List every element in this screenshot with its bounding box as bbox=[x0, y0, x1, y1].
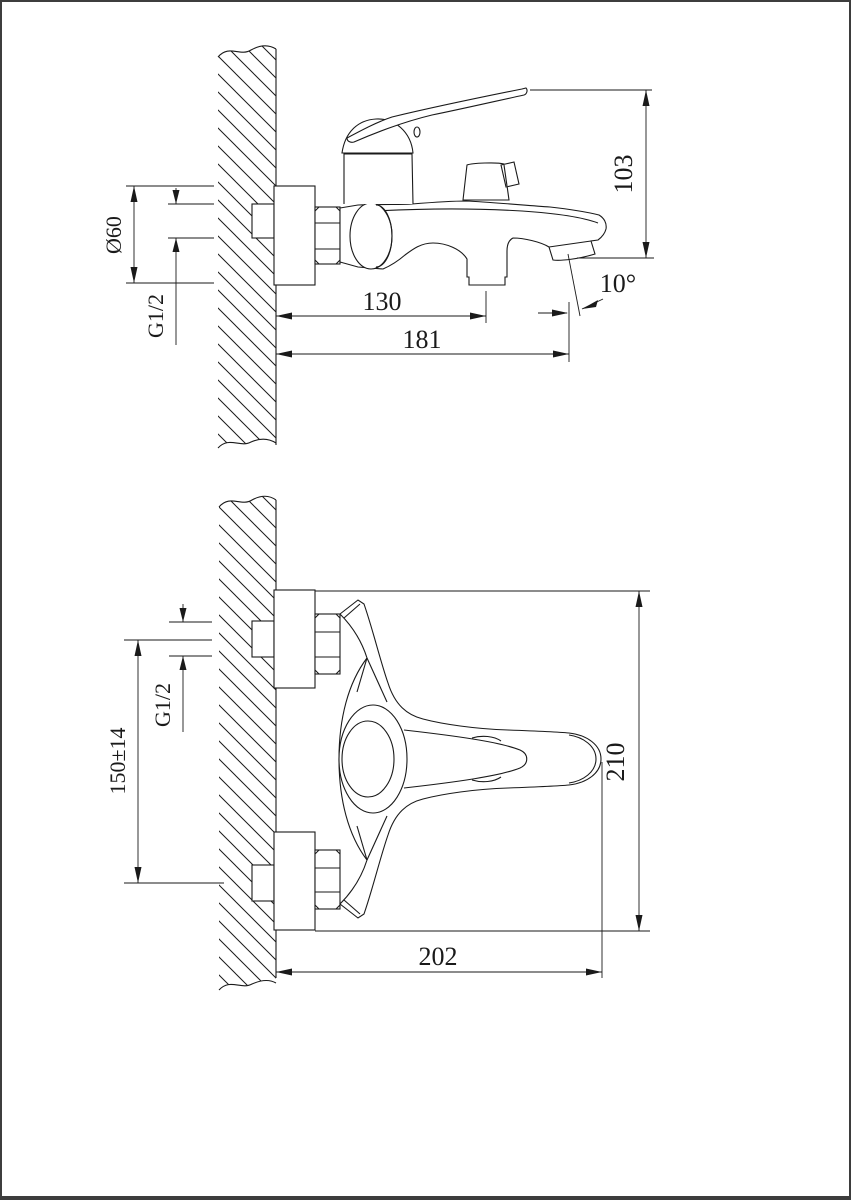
spout-ridge-line bbox=[357, 208, 599, 224]
dim-label-130: 130 bbox=[363, 287, 402, 316]
dim-reach-181: 181 bbox=[276, 302, 570, 362]
diverter-tab-line bbox=[503, 164, 508, 187]
arrowhead bbox=[642, 90, 650, 106]
wall-hatching bbox=[219, 496, 276, 990]
arrowhead bbox=[635, 915, 643, 931]
dim-thread-g12-front: G1/2 bbox=[150, 604, 212, 732]
wall-break-edge-bottom bbox=[217, 438, 277, 449]
wall-section-front bbox=[218, 495, 277, 991]
dim-centers-150: 150±14 bbox=[105, 639, 224, 884]
lever-handle bbox=[346, 87, 528, 143]
arrowhead bbox=[179, 656, 187, 670]
end-cap-inner-arc bbox=[375, 204, 393, 268]
handle-dome bbox=[341, 118, 414, 154]
dim-label-150: 150±14 bbox=[105, 727, 130, 794]
arrowhead bbox=[582, 300, 598, 309]
dim-label-thread: G1/2 bbox=[143, 294, 168, 338]
arrowhead bbox=[586, 968, 602, 976]
arrowhead bbox=[642, 242, 650, 258]
dim-angle-10: 10° bbox=[538, 253, 636, 317]
diverter-tab bbox=[500, 161, 520, 188]
arrowhead bbox=[276, 350, 292, 358]
arrowhead bbox=[635, 591, 643, 607]
end-cap bbox=[349, 202, 393, 270]
side-view: 103 10° 130 18 bbox=[101, 45, 654, 449]
front-view: 150±14 G1/2 210 bbox=[105, 495, 650, 991]
faucet-body-front bbox=[338, 599, 602, 919]
arrowhead bbox=[552, 309, 568, 317]
cartridge-housing bbox=[343, 153, 414, 205]
mounting-flange bbox=[273, 185, 316, 286]
dim-reach-130: 130 bbox=[276, 287, 487, 323]
dim-height-210: 210 bbox=[315, 590, 650, 932]
arrowhead bbox=[470, 312, 486, 320]
dim-label-181: 181 bbox=[403, 325, 442, 354]
arrowhead bbox=[172, 190, 180, 204]
arrowhead bbox=[134, 640, 142, 656]
eccentric-connector-bottom bbox=[251, 864, 275, 902]
handle-front-details bbox=[403, 729, 597, 789]
mounting-flange-top bbox=[273, 589, 316, 689]
hex-nut-top bbox=[314, 613, 341, 675]
dim-width-202: 202 bbox=[276, 762, 603, 978]
eccentric-connector-top bbox=[251, 620, 275, 658]
wall-break-edge-top bbox=[217, 45, 277, 58]
hex-nut bbox=[314, 206, 341, 265]
dim-thread-g12-side: G1/2 bbox=[143, 188, 214, 345]
spout-front-inner bbox=[341, 720, 395, 798]
dim-label-thread-front: G1/2 bbox=[150, 683, 175, 727]
arrowhead bbox=[130, 186, 138, 202]
eccentric-connector bbox=[251, 203, 275, 239]
dim-label-103: 103 bbox=[609, 155, 638, 194]
arrowhead bbox=[130, 267, 138, 283]
arrowhead bbox=[276, 312, 292, 320]
wall-break-edge-bottom bbox=[218, 979, 277, 991]
mounting-flange-bottom bbox=[273, 831, 316, 931]
arrowhead bbox=[172, 238, 180, 252]
wall-section bbox=[217, 45, 277, 449]
arrowhead bbox=[276, 968, 292, 976]
spout-outlet-edge bbox=[548, 240, 592, 248]
handle-detail bbox=[413, 126, 421, 138]
wall-break-edge-top bbox=[218, 495, 277, 508]
dim-label-angle: 10° bbox=[600, 269, 636, 298]
arrowhead bbox=[179, 608, 187, 622]
hex-nut-bottom bbox=[314, 849, 341, 910]
arrowhead bbox=[134, 867, 142, 883]
wall-hatching bbox=[218, 45, 276, 449]
dim-label-202: 202 bbox=[419, 942, 458, 971]
body-crease-lines bbox=[343, 603, 388, 915]
dim-height-103: 103 bbox=[530, 89, 654, 259]
dim-diameter-60: Ø60 bbox=[101, 185, 214, 284]
dim-label-diameter: Ø60 bbox=[101, 216, 126, 254]
dim-label-210: 210 bbox=[601, 743, 630, 782]
arrowhead bbox=[553, 350, 569, 358]
